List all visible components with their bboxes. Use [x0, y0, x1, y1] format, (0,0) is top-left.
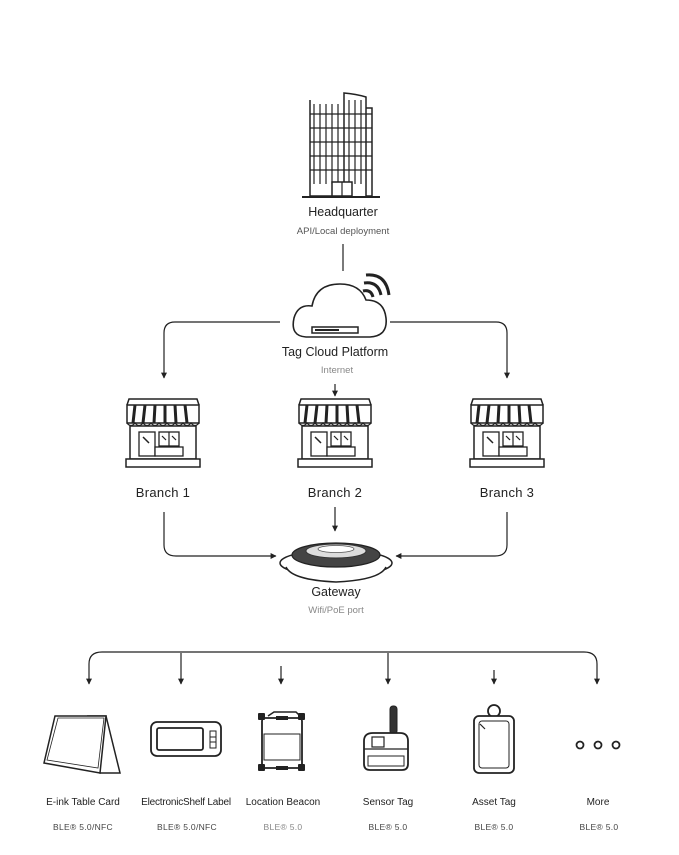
branch-1-store-icon	[124, 397, 202, 469]
more-icon	[575, 740, 621, 750]
device-protocol-asset-tag: BLE® 5.0	[474, 822, 514, 832]
branch-3-label: Branch 3	[479, 485, 535, 500]
gateway-subtitle: Wifi/PoE port	[308, 605, 364, 616]
device-label-sensor-tag: Sensor Tag	[362, 797, 414, 808]
cloud-branch-connectors	[161, 321, 510, 397]
branch-2-label: Branch 2	[307, 485, 363, 500]
headquarter-subtitle: API/Local deployment	[296, 226, 390, 237]
beacon-icon	[258, 711, 305, 771]
device-protocol-shelf-label: BLE® 5.0/NFC	[157, 822, 217, 832]
branch-3-store-icon	[468, 397, 546, 469]
device-protocol-more: BLE® 5.0	[579, 822, 619, 832]
device-label-shelf-label: ElectronicShelf Label	[141, 797, 231, 808]
device-label-table-card: E-ink Table Card	[46, 797, 120, 808]
device-label-asset-tag: Asset Tag	[472, 797, 516, 808]
gateway-title: Gateway	[311, 585, 361, 599]
cloud-title: Tag Cloud Platform	[281, 345, 389, 359]
branch-1-label: Branch 1	[135, 485, 191, 500]
device-label-beacon: Location Beacon	[245, 797, 321, 808]
gateway-device-connectors	[86, 651, 600, 685]
device-protocol-beacon: BLE® 5.0	[263, 822, 303, 832]
shelf-label-icon	[150, 721, 222, 757]
asset-tag-icon	[473, 704, 515, 774]
headquarter-building-icon	[302, 92, 380, 198]
device-protocol-sensor-tag: BLE® 5.0	[368, 822, 408, 832]
cloud-icon	[292, 273, 391, 338]
table-card-icon	[43, 715, 121, 774]
headquarter-title: Headquarter	[308, 205, 378, 219]
sensor-tag-icon	[363, 705, 409, 771]
branch-gateway-connectors	[163, 507, 508, 559]
cloud-subtitle: Internet	[320, 365, 354, 376]
device-protocol-table-card: BLE® 5.0/NFC	[53, 822, 113, 832]
branch-2-store-icon	[296, 397, 374, 469]
device-label-more: More	[586, 797, 610, 808]
gateway-icon	[279, 542, 393, 583]
